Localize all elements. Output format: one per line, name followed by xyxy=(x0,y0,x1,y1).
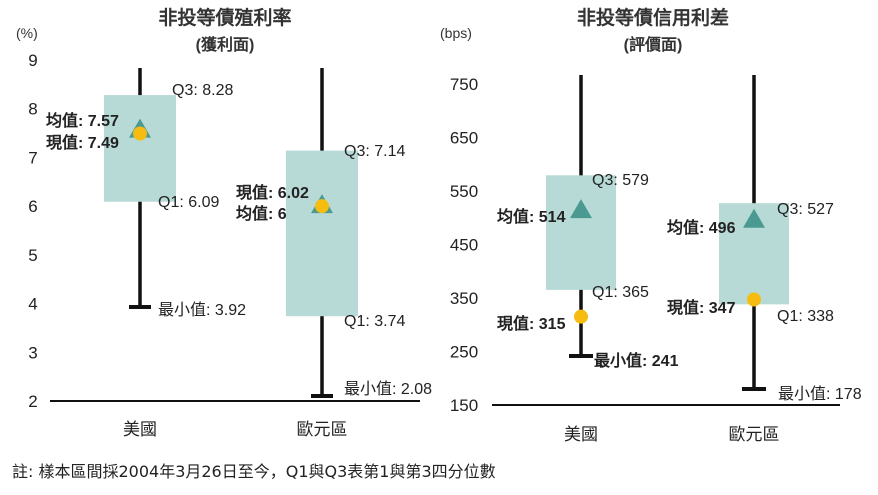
y-tick-label: 250 xyxy=(450,342,478,361)
min-label: 最小值: 241 xyxy=(594,351,679,370)
current-label: 現值: 347 xyxy=(667,298,736,317)
y-tick-label: 650 xyxy=(450,128,478,147)
y-tick-label: 550 xyxy=(450,182,478,201)
chart-subtitle: (獲利面) xyxy=(196,35,255,54)
chart-subtitle: (評價面) xyxy=(624,35,683,54)
y-tick-label: 2 xyxy=(28,392,37,411)
y-tick-label: 6 xyxy=(28,197,37,216)
mean-label: 均值: 496 xyxy=(667,218,736,237)
y-tick-label: 5 xyxy=(28,246,37,265)
q1-label: Q1: 338 xyxy=(777,308,834,325)
y-tick-label: 4 xyxy=(28,295,37,314)
y-tick-label: 8 xyxy=(28,100,37,119)
q3-label: Q3: 7.14 xyxy=(344,143,405,160)
chart-title: 非投等債殖利率 xyxy=(158,6,291,29)
y-tick-label: 350 xyxy=(450,289,478,308)
y-axis-unit: (bps) xyxy=(440,25,472,41)
y-axis-unit: (%) xyxy=(16,25,38,41)
min-label: 最小值: 178 xyxy=(778,385,862,403)
y-tick-label: 7 xyxy=(28,148,37,167)
y-tick-label: 3 xyxy=(28,343,37,362)
current-marker xyxy=(574,309,588,324)
iqr-box xyxy=(104,95,176,202)
current-label: 現值: 7.49 xyxy=(46,133,119,152)
q1-label: Q1: 3.74 xyxy=(344,313,405,330)
min-label: 最小值: 2.08 xyxy=(344,380,432,398)
current-marker xyxy=(747,292,761,307)
y-tick-label: 9 xyxy=(28,51,37,70)
q3-label: Q3: 527 xyxy=(777,201,834,218)
category-label: 歐元區 xyxy=(297,420,348,439)
mean-label: 均值: 6 xyxy=(236,204,287,223)
category-label: 美國 xyxy=(123,420,157,439)
chart-title: 非投等債信用利差 xyxy=(577,6,729,29)
q1-label: Q1: 6.09 xyxy=(158,194,219,211)
current-marker xyxy=(315,199,329,214)
y-tick-label: 150 xyxy=(450,396,478,415)
category-label: 歐元區 xyxy=(729,425,780,444)
category-label: 美國 xyxy=(564,425,598,444)
q3-label: Q3: 8.28 xyxy=(172,82,233,99)
current-label: 現值: 6.02 xyxy=(236,183,309,202)
footnote: 註: 樣本區間採2004年3月26日至今，Q1與Q3表第1與第3四分位數 xyxy=(12,462,496,481)
y-tick-label: 750 xyxy=(450,75,478,94)
q1-label: Q1: 365 xyxy=(592,284,649,301)
min-label: 最小值: 3.92 xyxy=(158,301,246,319)
mean-marker xyxy=(570,199,592,219)
q3-label: Q3: 579 xyxy=(592,172,649,189)
current-marker xyxy=(133,126,147,141)
iqr-box xyxy=(546,175,616,290)
iqr-box xyxy=(286,150,358,317)
y-tick-label: 450 xyxy=(450,235,478,254)
mean-label: 均值: 514 xyxy=(497,207,566,226)
mean-marker xyxy=(743,208,765,228)
current-label: 現值: 315 xyxy=(497,314,566,333)
mean-label: 均值: 7.57 xyxy=(46,111,119,130)
